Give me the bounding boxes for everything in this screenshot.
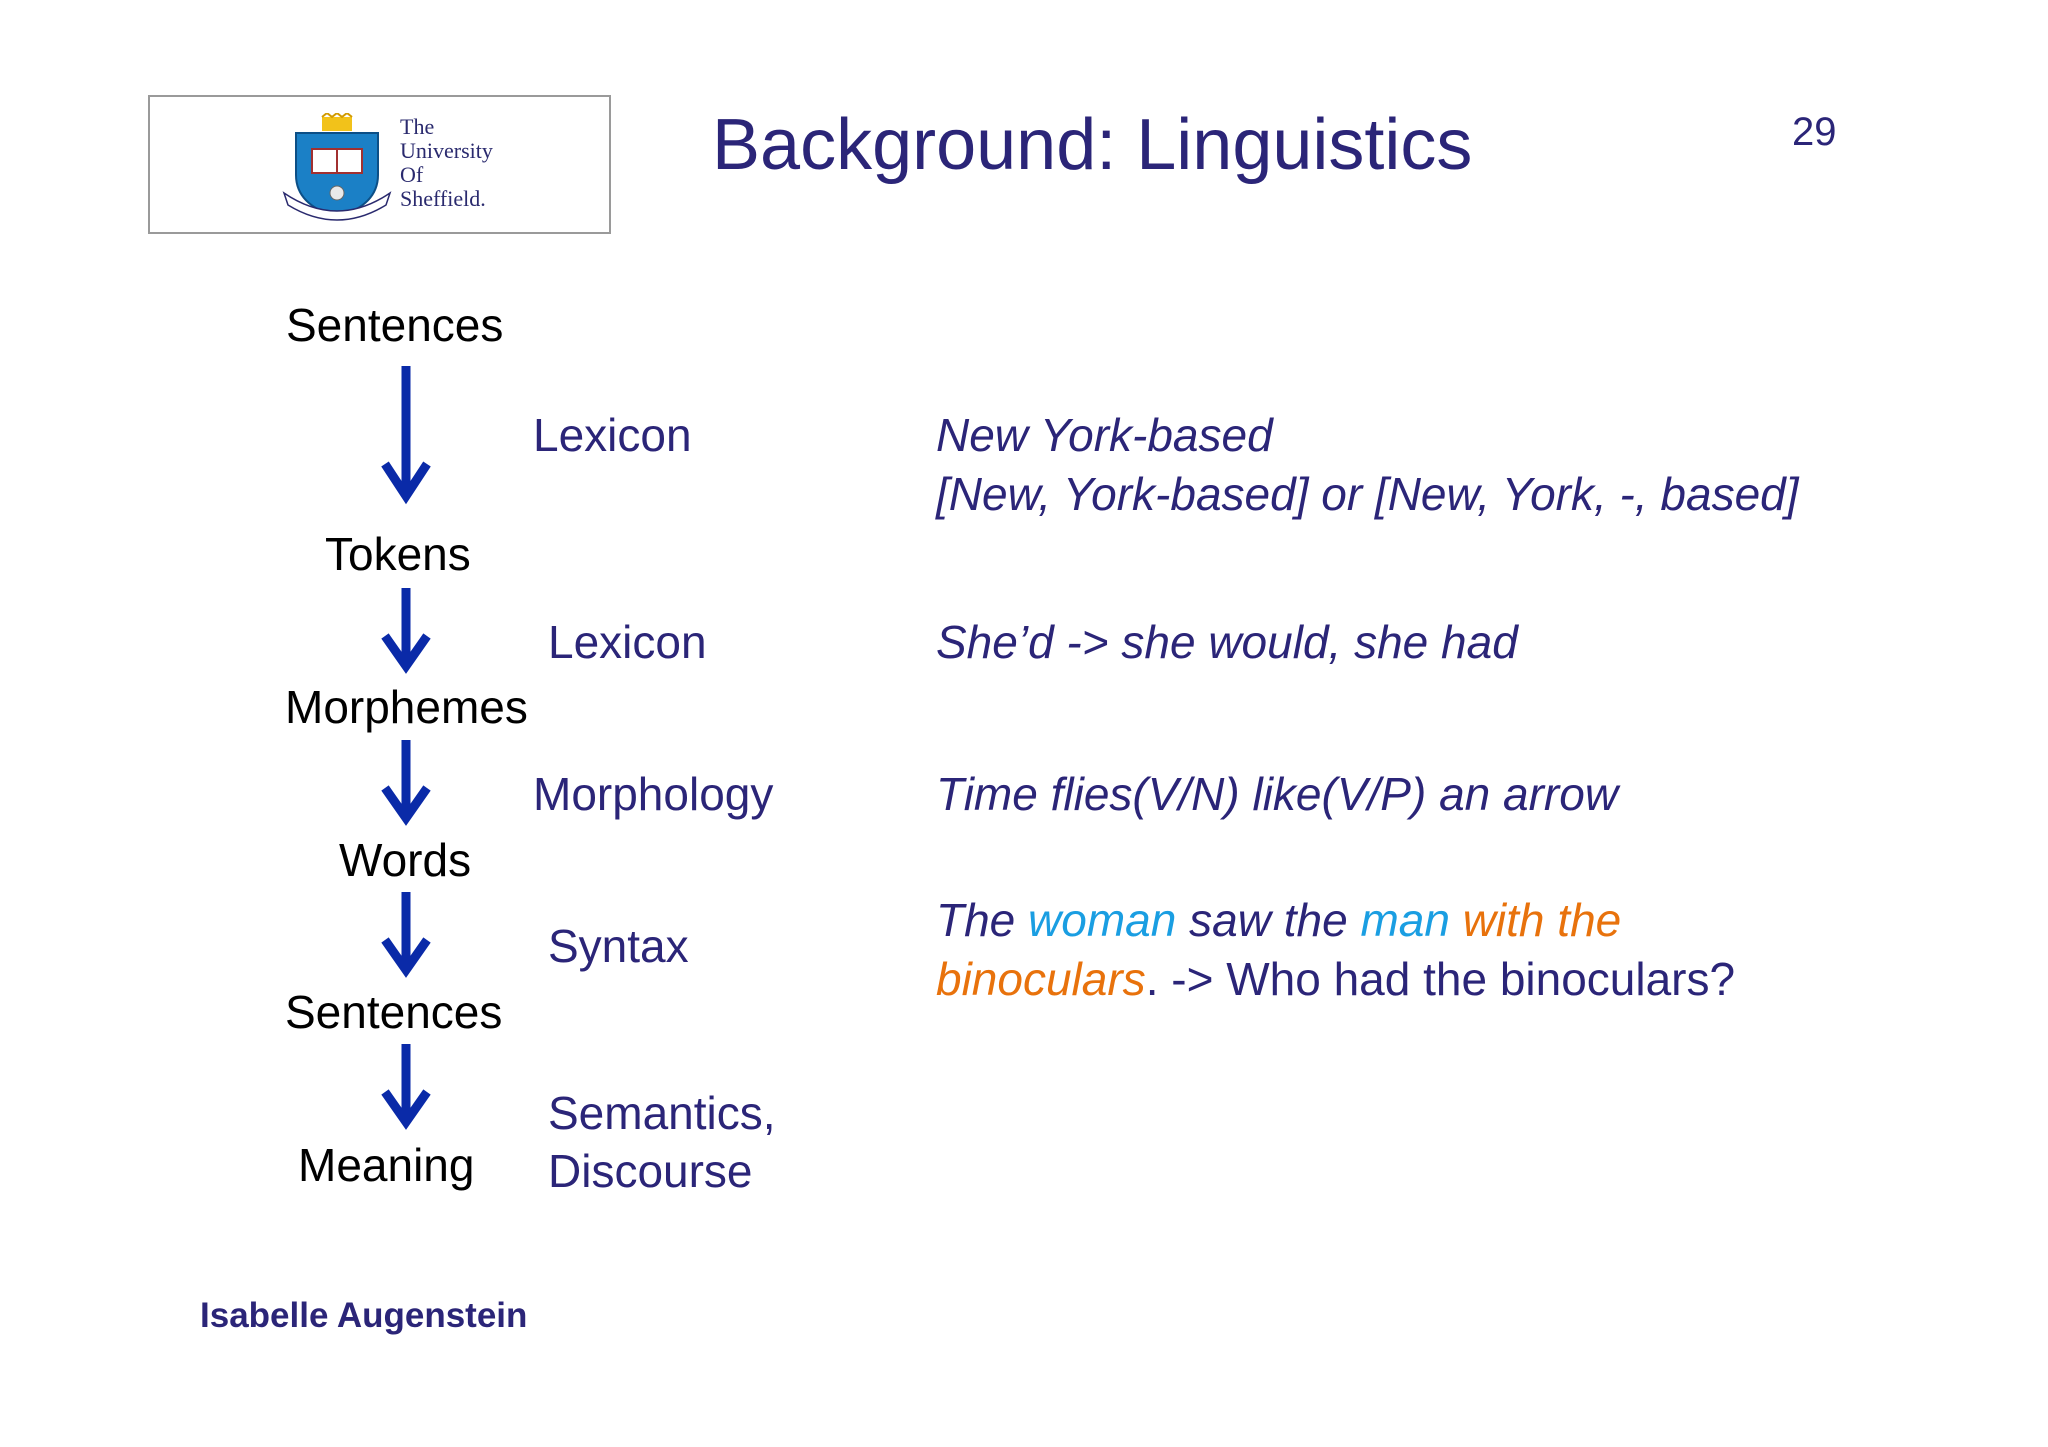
phrase-with-the: with the [1449,894,1622,946]
stage-tokens: Tokens [325,528,471,580]
down-arrow-icon [381,892,431,978]
stage-meaning: Meaning [298,1139,475,1191]
example-attachment-line1: The woman saw the man with the [936,893,1621,947]
slide-title: Background: Linguistics [712,105,1473,185]
stage-sentences-2: Sentences [285,986,503,1038]
process-discourse: Discourse [548,1145,753,1197]
word-woman: woman [1028,894,1177,946]
down-arrow-icon [381,588,431,674]
example-contraction: She’d -> she would, she had [936,616,1518,668]
author-name: Isabelle Augenstein [200,1296,528,1335]
question-who-had: . -> Who had the binoculars? [1145,953,1736,1005]
word-saw-the: saw the [1176,894,1361,946]
page-number: 29 [1792,110,1837,154]
process-morphology: Morphology [533,768,774,820]
example-attachment-line2: binoculars. -> Who had the binoculars? [936,952,1735,1006]
down-arrow-icon [381,1044,431,1130]
process-lexicon: Lexicon [533,409,692,461]
stage-morphemes: Morphemes [285,681,528,733]
word-man: man [1360,894,1450,946]
word-binoculars: binoculars [936,953,1146,1005]
word-the: The [936,894,1029,946]
down-arrow-icon [381,740,431,826]
process-lexicon-2: Lexicon [548,616,707,668]
example-tokenisation-line2: [New, York-based] or [New, York, -, base… [936,468,1799,520]
example-pos-ambiguity: Time flies(V/N) like(V/P) an arrow [936,768,1619,820]
example-tokenisation-line1: New York-based [936,409,1273,461]
university-logo: The University Of Sheffield. [148,95,611,234]
down-arrow-icon [381,366,431,505]
stage-words: Words [339,834,472,886]
process-syntax: Syntax [548,920,689,972]
stage-sentences: Sentences [286,299,504,351]
logo-wordmark: The University Of Sheffield. [400,114,493,211]
crest-icon [282,113,392,221]
process-semantics: Semantics, [548,1087,776,1139]
